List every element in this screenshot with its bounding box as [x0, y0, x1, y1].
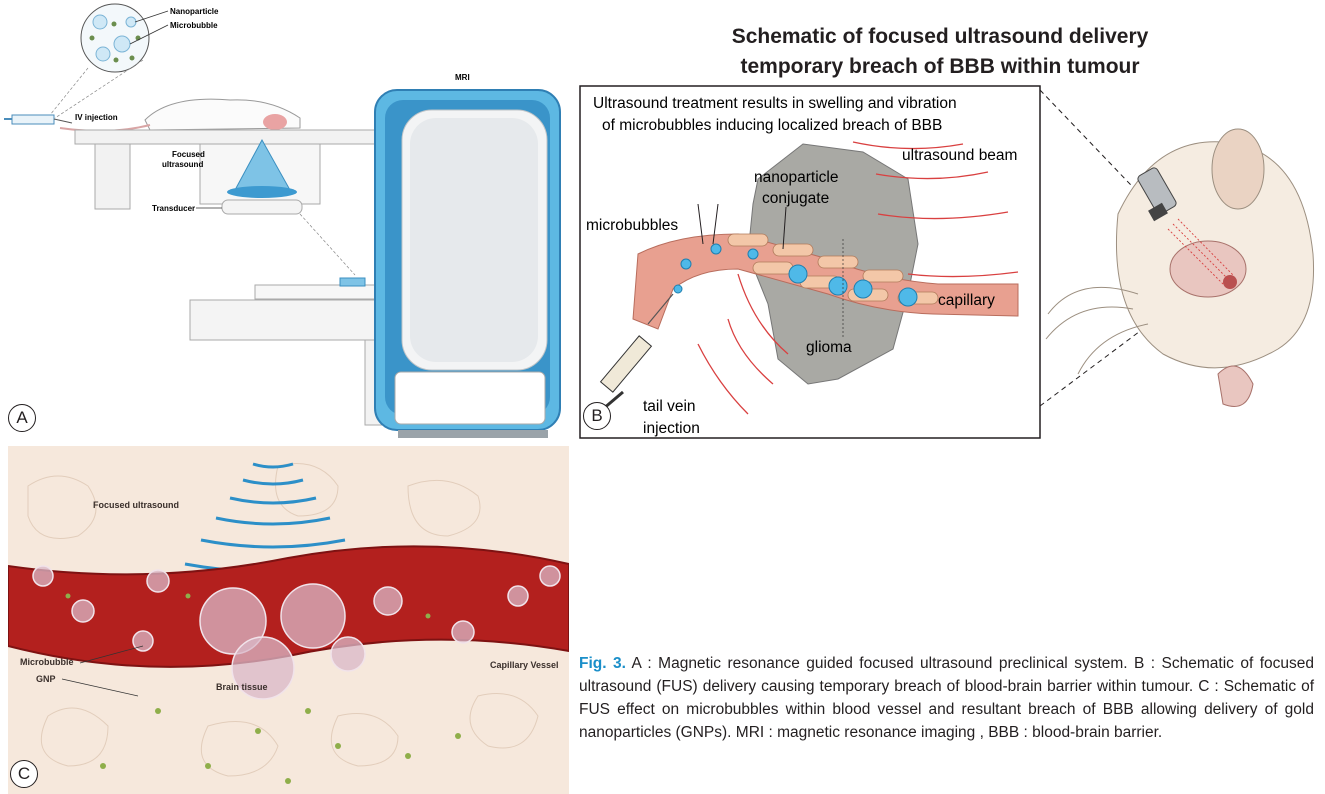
panel-b-title-line1: Schematic of focused ultrasound delivery [680, 22, 1200, 52]
label-glioma: glioma [806, 339, 852, 356]
label-microbubbles: microbubbles [586, 217, 678, 234]
label-gnp: GNP [36, 674, 56, 684]
panel-b-tag: B [583, 402, 611, 430]
label-ultrasound: ultrasound [162, 160, 203, 169]
panel-a-tag: A [8, 404, 36, 432]
mri-scanner [375, 90, 560, 438]
rat-head-illustration [1046, 129, 1314, 407]
label-transducer: Transducer [152, 204, 195, 213]
panel-c-tag: C [10, 760, 38, 788]
box-text-line2: of microbubbles inducing localized breac… [602, 117, 942, 134]
label-iv-injection: IV injection [75, 113, 118, 122]
figure-caption-text: A : Magnetic resonance guided focused ul… [579, 655, 1314, 741]
panel-c: Focused ultrasound Capillary Vessel Micr… [8, 446, 569, 794]
box-text-line1: Ultrasound treatment results in swelling… [593, 95, 957, 112]
label-injection: injection [643, 420, 700, 437]
panel-b: Ultrasound treatment results in swelling… [578, 84, 1325, 440]
label-capillary: capillary [938, 292, 995, 309]
label-focused: Focused [172, 150, 205, 159]
label-conjugate: conjugate [762, 190, 829, 207]
panel-a-illustration: Nanoparticle Microbubble IV injection Fo… [0, 0, 575, 440]
label-focused-ultrasound: Focused ultrasound [93, 500, 179, 510]
panel-b-title: Schematic of focused ultrasound delivery… [680, 22, 1200, 82]
label-brain-tissue: Brain tissue [216, 682, 268, 692]
panel-b-illustration: Ultrasound treatment results in swelling… [578, 84, 1325, 440]
label-nanoparticle: nanoparticle [754, 169, 838, 186]
panel-c-illustration: Focused ultrasound Capillary Vessel Micr… [8, 446, 569, 794]
panel-a: Nanoparticle Microbubble IV injection Fo… [0, 0, 575, 440]
label-tail-vein: tail vein [643, 398, 696, 415]
label-nanoparticle: Nanoparticle [170, 7, 219, 16]
treatment-table [75, 130, 375, 144]
syringe-icon [4, 115, 72, 124]
figure-caption: Fig. 3. A : Magnetic resonance guided fo… [579, 652, 1314, 744]
panel-b-title-line2: temporary breach of BBB within tumour [680, 52, 1200, 82]
label-mri: MRI [455, 73, 470, 82]
label-ultrasound-beam: ultrasound beam [902, 147, 1017, 164]
label-microbubble: Microbubble [20, 657, 74, 667]
patient-bed [190, 300, 400, 340]
figure-label: Fig. 3. [579, 655, 626, 672]
label-microbubble: Microbubble [170, 21, 218, 30]
label-capillary-vessel: Capillary Vessel [490, 660, 559, 670]
